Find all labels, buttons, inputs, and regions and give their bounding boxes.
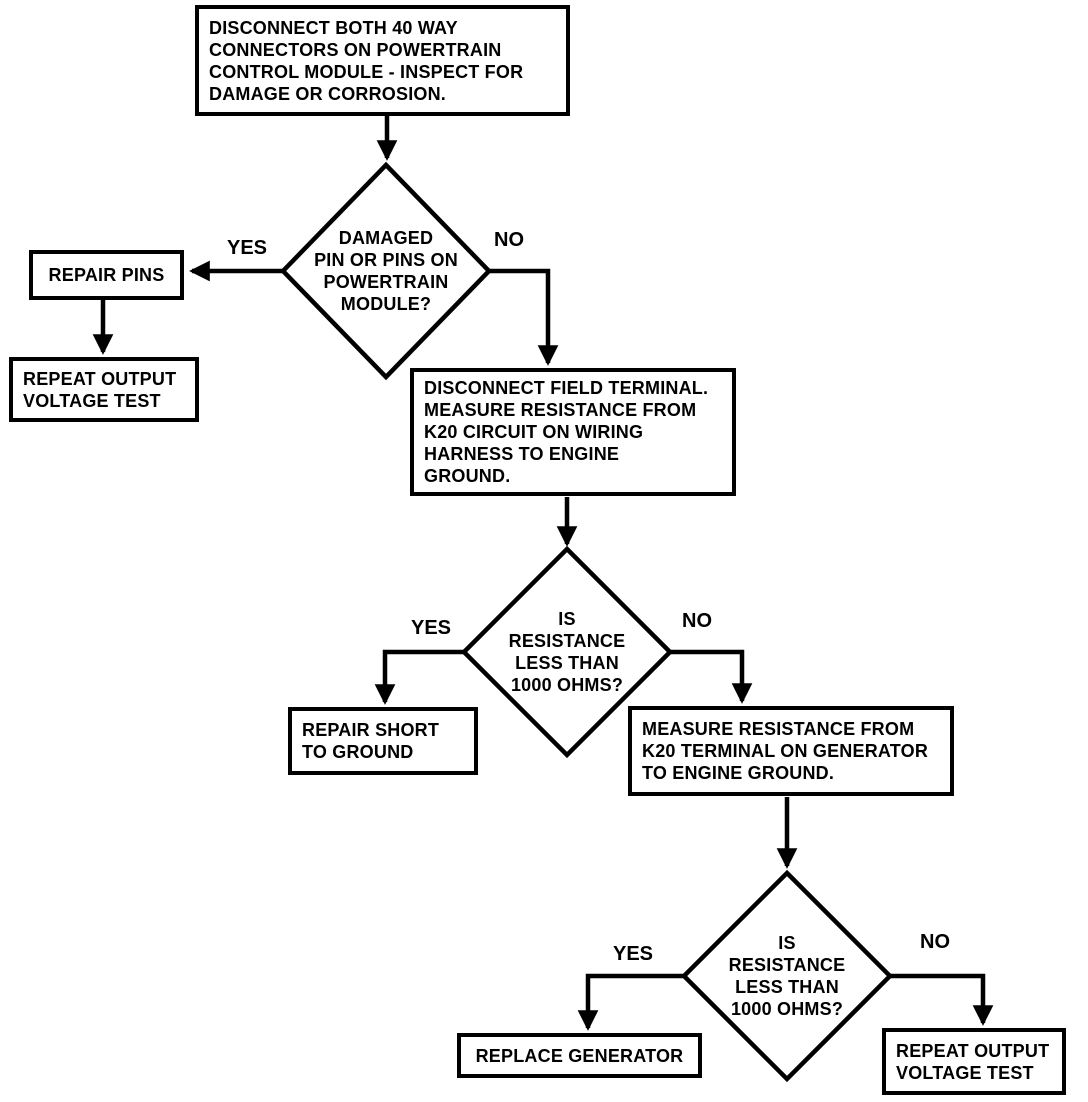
node-disconnect-connectors: DISCONNECT BOTH 40 WAY CONNECTORS ON POW… <box>195 5 570 116</box>
edge-no-to-measure-k20-arrow <box>670 649 753 704</box>
node-damaged-pins-decision-label: DAMAGED PIN OR PINS ON POWERTRAIN MODULE… <box>314 228 458 314</box>
node-repair-short-to-ground-label: REPAIR SHORT TO GROUND <box>302 720 440 762</box>
edge-label-yes-2: YES <box>410 617 452 639</box>
node-repair-pins: REPAIR PINS <box>29 250 184 300</box>
damaged-pins-diamond <box>279 161 493 381</box>
edge-label-no-2: NO <box>682 610 712 632</box>
node-resistance-decision-2-label: IS RESISTANCE LESS THAN 1000 OHMS? <box>728 933 846 1019</box>
node-repeat-output-voltage-test-right: REPEAT OUTPUT VOLTAGE TEST <box>882 1028 1066 1095</box>
node-replace-generator: REPLACE GENERATOR <box>457 1033 702 1078</box>
node-measure-k20-generator: MEASURE RESISTANCE FROM K20 TERMINAL ON … <box>628 706 954 796</box>
node-replace-generator-label: REPLACE GENERATOR <box>475 1045 684 1066</box>
edge-label-yes-3: YES <box>612 943 654 965</box>
edge-no-to-repeat-test-arrow <box>890 973 994 1026</box>
edge-no-to-disconnect-field-arrow <box>489 268 559 366</box>
node-repeat-output-voltage-test-right-label: REPEAT OUTPUT VOLTAGE TEST <box>896 1040 1050 1083</box>
node-repair-pins-label: REPAIR PINS <box>48 265 165 285</box>
node-disconnect-field-terminal-label: DISCONNECT FIELD TERMINAL. MEASURE RESIS… <box>424 378 709 486</box>
resistance-diamond-2 <box>680 869 894 1083</box>
node-resistance-decision-1-label: IS RESISTANCE LESS THAN 1000 OHMS? <box>508 609 626 695</box>
edge-label-yes-1: YES <box>226 237 268 259</box>
edge-yes-to-repair-short-arrow <box>374 649 464 705</box>
node-measure-k20-generator-label: MEASURE RESISTANCE FROM K20 TERMINAL ON … <box>642 719 929 783</box>
edge-label-no-3: NO <box>920 931 950 953</box>
node-disconnect-field-terminal: DISCONNECT FIELD TERMINAL. MEASURE RESIS… <box>410 368 736 496</box>
node-repeat-output-voltage-test-left: REPEAT OUTPUT VOLTAGE TEST <box>9 357 199 422</box>
node-repeat-output-voltage-test-left-label: REPEAT OUTPUT VOLTAGE TEST <box>23 368 177 411</box>
node-repair-short-to-ground: REPAIR SHORT TO GROUND <box>288 707 478 775</box>
edge-yes-to-replace-generator-arrow <box>577 973 684 1031</box>
edge-label-no-1: NO <box>494 229 524 251</box>
node-disconnect-connectors-label: DISCONNECT BOTH 40 WAY CONNECTORS ON POW… <box>209 17 524 104</box>
resistance-diamond-1 <box>460 545 674 759</box>
